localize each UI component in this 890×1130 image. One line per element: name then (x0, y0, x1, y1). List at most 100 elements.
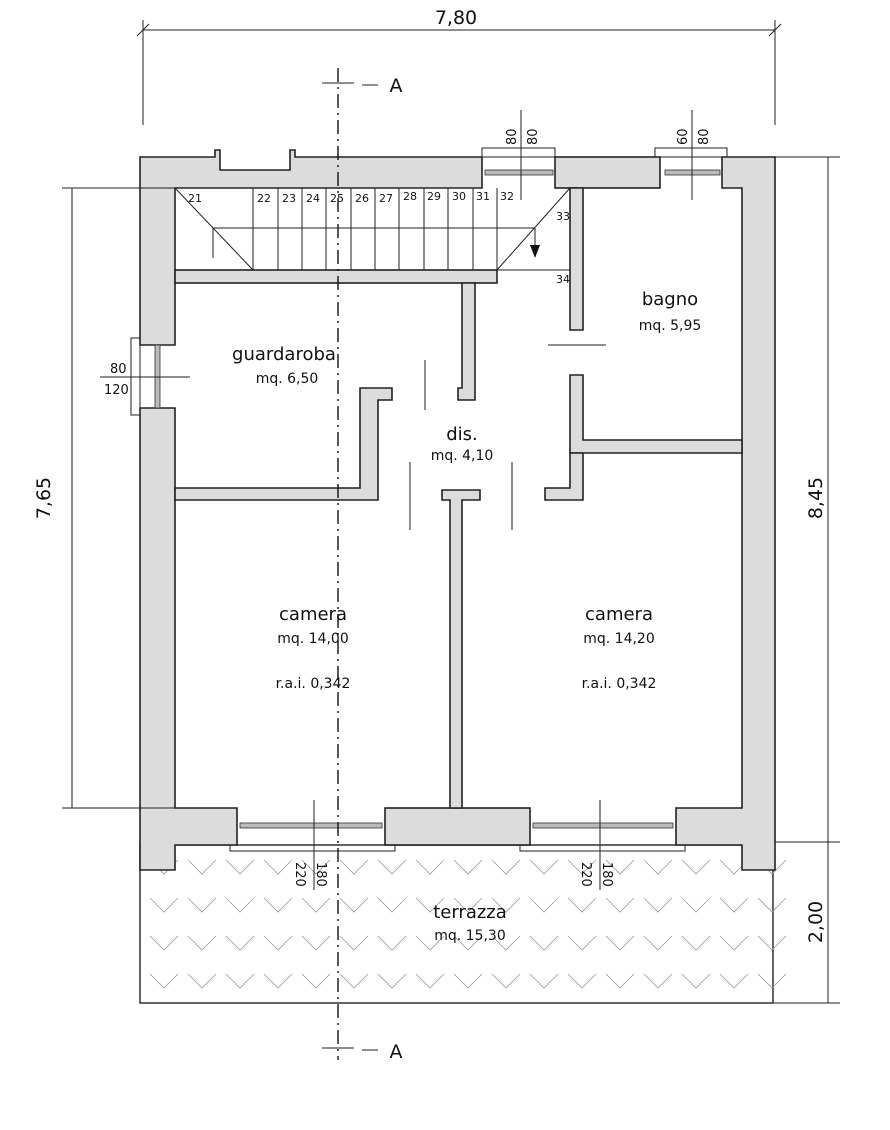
terrace-hatch (643, 859, 673, 875)
terrace-hatch (415, 935, 445, 951)
stair-step-number: 27 (379, 192, 393, 205)
room-camera-right-rai: r.a.i. 0,342 (582, 676, 657, 692)
wall-top-left (139, 149, 483, 346)
terrace-hatch (149, 935, 179, 951)
terrace-hatch (187, 859, 217, 875)
section-label-bottom: A (390, 1041, 403, 1063)
terrace-hatch (263, 897, 293, 913)
terrace-hatch (567, 973, 597, 989)
wall-guardaroba-bottom (174, 387, 393, 501)
room-bagno-area: mq. 5,95 (639, 318, 702, 334)
door-lines (409, 344, 606, 530)
terrace-hatch (301, 935, 331, 951)
dim-width-total: 7,80 (435, 7, 477, 29)
terrace-hatch (415, 973, 445, 989)
wall-camera-right-top (544, 452, 584, 501)
stair-arrow-icon (530, 245, 540, 258)
wall-top-right (675, 156, 776, 871)
terrace-hatch (681, 897, 711, 913)
stair-step-number: 34 (556, 273, 570, 286)
stair-step-number: 31 (476, 190, 490, 203)
terrace-hatch (567, 897, 597, 913)
stair-step-number: 21 (188, 192, 202, 205)
terrace-hatch (263, 973, 293, 989)
terrace-hatch (377, 859, 407, 875)
room-camera-right-area: mq. 14,20 (583, 631, 655, 647)
terrace-hatch (605, 935, 635, 951)
wall-guardaroba-right (457, 282, 476, 401)
room-dis-name: dis. (446, 424, 478, 445)
terrace-hatch (453, 897, 483, 913)
terrace-hatch (605, 973, 635, 989)
terrace-hatch (529, 859, 559, 875)
svg-text:60: 60 (676, 128, 691, 145)
room-guardaroba-name: guardaroba (232, 344, 336, 365)
terrace-hatch (529, 897, 559, 913)
window-labels: 80 80 60 80 80 120 180 220 180 220 (100, 110, 712, 890)
room-terrazza-name: terrazza (433, 902, 507, 923)
terrace-hatch (491, 935, 521, 951)
wall-top-middle (554, 156, 661, 189)
terrace-hatch (719, 897, 749, 913)
dimensions: 7,80 7,65 8,45 2,00 (33, 7, 840, 1004)
terrace-area (139, 844, 787, 1004)
stair-step-number: 32 (500, 190, 514, 203)
room-bagno-name: bagno (642, 289, 698, 310)
terrace-hatch (263, 935, 293, 951)
terrace-hatch (415, 897, 445, 913)
terrace-hatch (225, 973, 255, 989)
room-camera-right-name: camera (585, 604, 653, 625)
terrace-hatch (301, 973, 331, 989)
stair-step-number: 22 (257, 192, 271, 205)
svg-text:80: 80 (110, 362, 127, 377)
terrace-hatch (567, 859, 597, 875)
terrace-hatch (377, 973, 407, 989)
terrace-hatch (681, 973, 711, 989)
terrace-hatch (719, 973, 749, 989)
svg-text:180: 180 (313, 862, 328, 887)
terrace-hatch (187, 935, 217, 951)
terrace-hatch (719, 935, 749, 951)
terrace-hatch (643, 897, 673, 913)
room-camera-left-name: camera (279, 604, 347, 625)
terrace-hatch (225, 935, 255, 951)
section-line-a: A A (322, 68, 403, 1063)
stair-step-number: 30 (452, 190, 466, 203)
svg-text:220: 220 (578, 862, 593, 887)
terrace-hatch (757, 897, 787, 913)
terrace-hatch (605, 897, 635, 913)
stair-step-number: 28 (403, 190, 417, 203)
terrace-hatch (225, 897, 255, 913)
terrace-hatch (681, 935, 711, 951)
svg-text:120: 120 (104, 383, 129, 398)
terrace-hatch (453, 859, 483, 875)
terrace-hatch (491, 859, 521, 875)
svg-text:80: 80 (526, 128, 541, 145)
stair-step-number: 26 (355, 192, 369, 205)
terrace-hatch (187, 973, 217, 989)
terrace-hatch (453, 935, 483, 951)
section-label-top: A (390, 75, 403, 97)
wall-camera-divider (441, 489, 481, 809)
terrace-hatch (339, 859, 369, 875)
terrace-hatch (491, 897, 521, 913)
dim-height-right: 8,45 (805, 477, 827, 519)
terrace-hatch (377, 897, 407, 913)
stair-step-number: 25 (330, 192, 344, 205)
terrace-hatch (415, 859, 445, 875)
terrace-hatch (529, 973, 559, 989)
terrace-hatch (187, 897, 217, 913)
terrace-hatch (339, 897, 369, 913)
wall-stair-bottom (174, 269, 498, 284)
stair-step-number: 29 (427, 190, 441, 203)
terrace-hatch (149, 973, 179, 989)
terrace-hatch (681, 859, 711, 875)
terrace-hatch (567, 935, 597, 951)
room-dis-area: mq. 4,10 (431, 448, 494, 464)
dim-terrace-depth: 2,00 (805, 901, 827, 943)
stair-step-number: 33 (556, 210, 570, 223)
terrace-hatch (339, 935, 369, 951)
terrace-hatch (757, 935, 787, 951)
